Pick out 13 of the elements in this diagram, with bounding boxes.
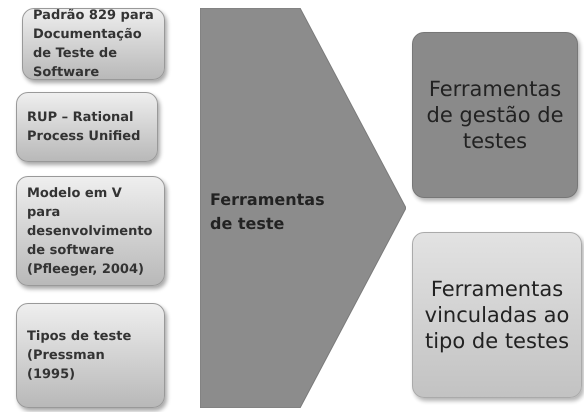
rounded-box	[412, 32, 578, 198]
box-label: Tipos de teste (Pressman (1995)	[27, 328, 132, 384]
box-label: RUP – Rational Process Unified	[27, 109, 142, 146]
box-label: Padrão 829 para Documentação de Teste de Software	[33, 7, 154, 82]
rounded-box	[16, 303, 165, 408]
box-label: Ferramentas vinculadas ao tipo de testes	[424, 276, 570, 354]
box-label: Ferramentas de gestão de testes	[426, 76, 564, 154]
rounded-box	[16, 176, 165, 286]
box-label: Modelo em V para desenvolvimento de software (Pfleeger, 2004)	[27, 184, 154, 278]
rounded-box	[16, 92, 158, 162]
rounded-box	[412, 232, 582, 398]
chevron-label: Ferramentas de teste	[210, 189, 326, 235]
rounded-box	[22, 8, 165, 80]
